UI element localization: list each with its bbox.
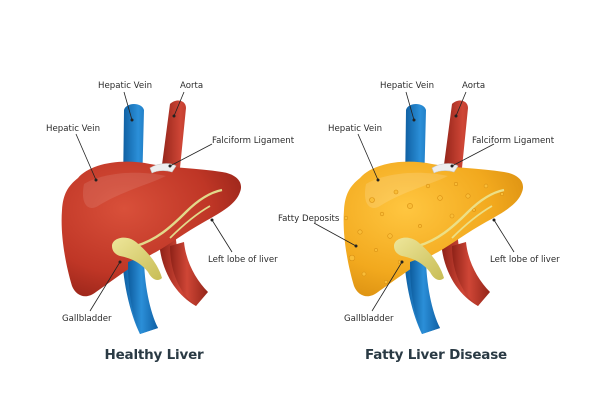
gallbladder-organ (112, 237, 162, 280)
aorta-lower (170, 242, 208, 306)
label-hepatic-vein-top: Hepatic Vein (380, 81, 434, 91)
bile-duct-branch (169, 205, 211, 239)
bile-duct (417, 188, 505, 248)
fatty-liver-illustration (343, 100, 524, 334)
label-hepatic-vein-top: Hepatic Vein (98, 81, 152, 91)
healthy-leader-lines (75, 91, 233, 312)
label-gallbladder: Gallbladder (344, 314, 394, 324)
hepatic-vein-lower (410, 256, 440, 334)
gallbladder-organ (394, 237, 444, 280)
label-hepatic-vein-side: Hepatic Vein (46, 124, 100, 134)
label-left-lobe: Left lobe of liver (490, 255, 560, 265)
fatty-leader-lines (313, 91, 515, 312)
label-falciform-ligament: Falciform Ligament (212, 136, 295, 146)
fatty-deposit-globules (343, 182, 504, 284)
hepatic-vein-lower (128, 256, 158, 334)
bile-duct (135, 188, 223, 248)
label-falciform-ligament: Falciform Ligament (472, 136, 555, 146)
healthy-liver-title: Healthy Liver (105, 347, 205, 363)
healthy-liver-illustration (61, 100, 242, 334)
label-aorta: Aorta (462, 81, 485, 91)
label-aorta: Aorta (180, 81, 203, 91)
liver-highlight (364, 172, 448, 208)
fatty-liver-title: Fatty Liver Disease (365, 347, 507, 363)
label-hepatic-vein-side: Hepatic Vein (328, 124, 382, 134)
healthy-liver-body (61, 161, 242, 297)
aorta-lower (452, 242, 490, 306)
label-gallbladder: Gallbladder (62, 314, 112, 324)
bile-duct-branch (451, 205, 493, 239)
liver-highlight (82, 172, 166, 208)
label-fatty-deposits: Fatty Deposits (278, 214, 340, 224)
label-left-lobe: Left lobe of liver (208, 255, 278, 265)
fatty-liver-body (343, 161, 524, 297)
